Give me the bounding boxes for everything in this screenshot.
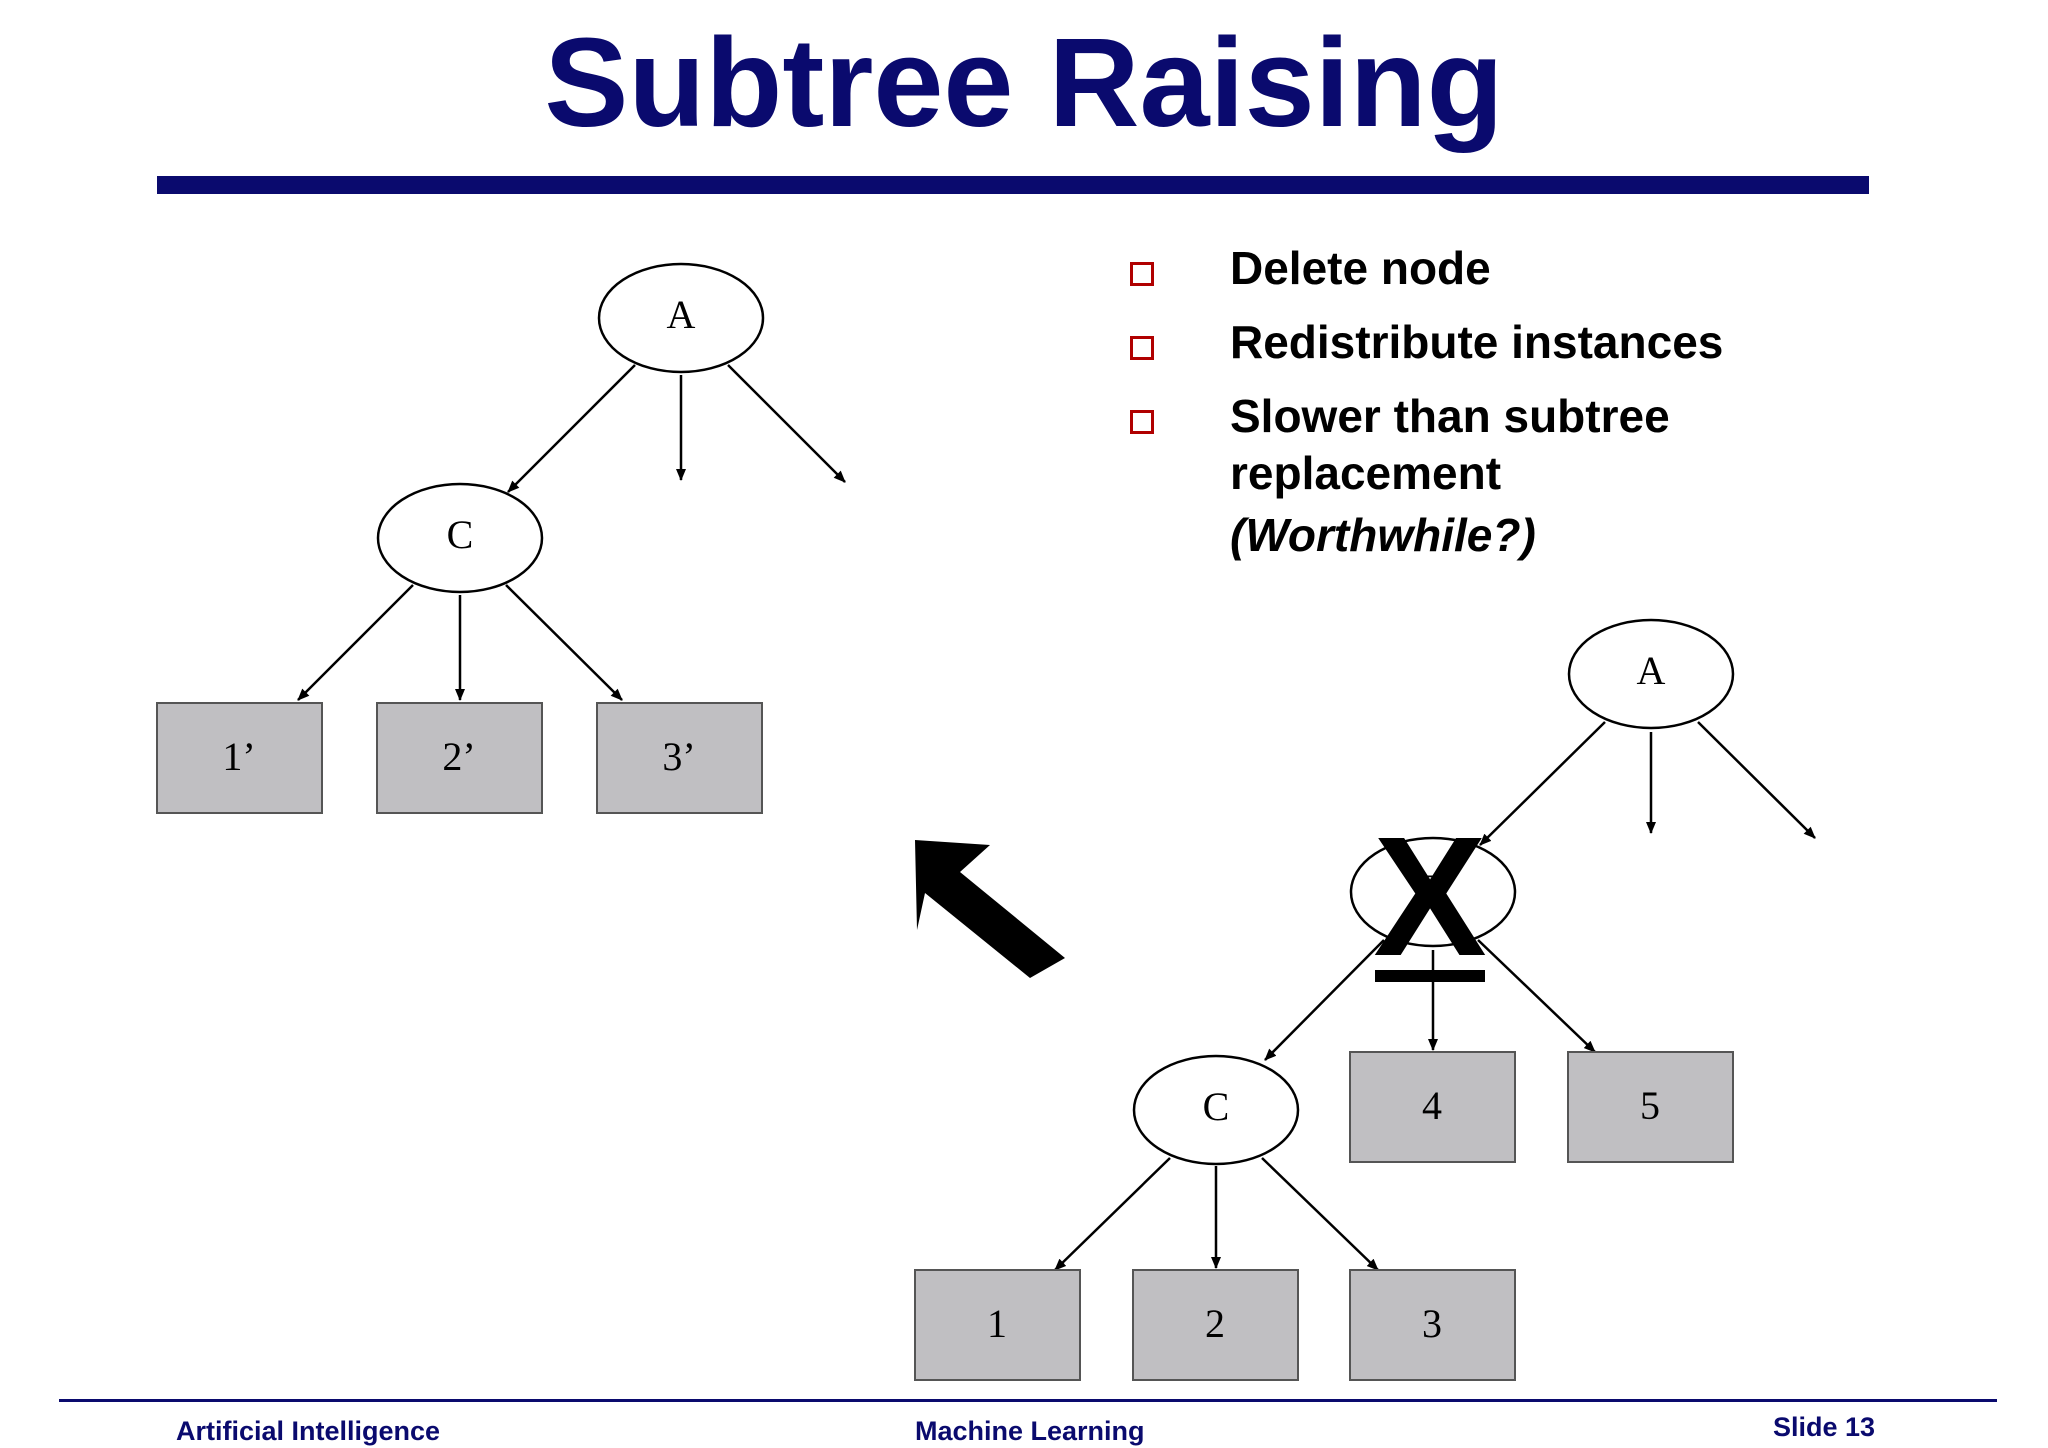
after-leaf-3-label: 3’ [662, 734, 695, 779]
before-node-c-label: C [1203, 1084, 1230, 1129]
before-leaf-4 [1349, 1051, 1516, 1163]
bullet-item: Redistribute instances [1130, 314, 1890, 371]
before-node-c [1132, 1054, 1300, 1166]
before-leaf-5 [1567, 1051, 1734, 1163]
before-node-b [1349, 836, 1517, 948]
edge-b-leaf5 [1477, 939, 1596, 1053]
edge-c-leaf3 [1261, 1157, 1379, 1271]
edge-a-b [1479, 721, 1606, 846]
edge-a-c [507, 364, 636, 493]
square-bullet-icon [1130, 262, 1154, 286]
before-node-b-label: B [1420, 866, 1447, 911]
after-node-a [597, 262, 765, 374]
edge-a-right [727, 364, 846, 483]
before-node-a-label: A [1637, 648, 1666, 693]
before-node-a [1567, 618, 1735, 730]
edge-c-leaf3 [505, 584, 623, 701]
after-leaf-1-label: 1’ [222, 734, 255, 779]
bullet-list: Delete node Redistribute instances Slowe… [1130, 240, 1890, 564]
raise-arrow-icon [915, 840, 1065, 978]
before-tree: A B X C 4 5 1 2 3 [914, 618, 1816, 1381]
after-leaf-3 [596, 702, 763, 814]
edge-c-leaf1 [1054, 1157, 1171, 1271]
after-leaf-2 [376, 702, 543, 814]
square-bullet-icon [1130, 336, 1154, 360]
worthwhile-note: (Worthwhile?) [1230, 509, 1536, 561]
edge-c-leaf1 [297, 584, 414, 701]
before-leaf-1 [914, 1269, 1081, 1381]
before-leaf-2 [1132, 1269, 1299, 1381]
title-divider [157, 176, 1869, 194]
before-leaf-2-label: 2 [1205, 1301, 1225, 1346]
footer-course: Artificial Intelligence [176, 1416, 441, 1446]
delete-underline [1375, 970, 1485, 982]
before-leaf-1-label: 1 [987, 1301, 1007, 1346]
edge-a-right [1697, 721, 1816, 839]
after-leaf-1 [156, 702, 323, 814]
after-node-a-label: A [667, 292, 696, 337]
edge-b-c [1264, 939, 1385, 1061]
after-node-c [376, 482, 544, 594]
footer-slide-number: Slide 13 [1773, 1412, 1876, 1442]
bullet-item: Delete node [1130, 240, 1890, 297]
footer-divider [59, 1399, 1997, 1402]
bullet-text: Redistribute instances [1230, 316, 1724, 368]
bullet-item: Slower than subtree replacement [1130, 388, 1890, 502]
after-tree: A C 1’ 2’ 3’ [156, 262, 846, 814]
before-leaf-3-label: 3 [1422, 1301, 1442, 1346]
before-leaf-5-label: 5 [1640, 1083, 1660, 1128]
footer-topic: Machine Learning [915, 1416, 1145, 1446]
after-edges [297, 364, 846, 701]
delete-x-mark: X [1373, 802, 1486, 992]
after-node-c-label: C [447, 512, 474, 557]
slide-title: Subtree Raising [544, 12, 1504, 153]
before-edges [1054, 721, 1816, 1271]
before-leaf-4-label: 4 [1422, 1083, 1442, 1128]
square-bullet-icon [1130, 410, 1154, 434]
after-leaf-2-label: 2’ [442, 734, 475, 779]
before-leaf-3 [1349, 1269, 1516, 1381]
bullet-text: Slower than subtree replacement [1230, 390, 1670, 499]
bullet-text: Delete node [1230, 242, 1491, 294]
